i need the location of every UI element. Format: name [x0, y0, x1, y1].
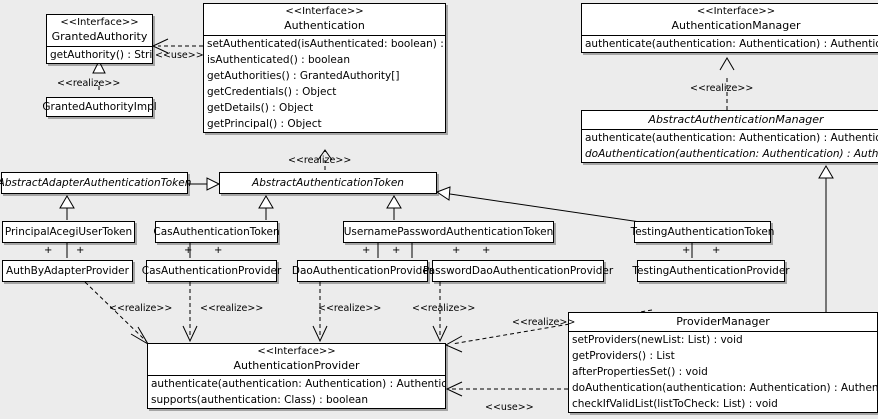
- class-testing-authentication-provider[interactable]: TestingAuthenticationProvider: [632, 260, 790, 282]
- member-row: supports(authentication: Class) : boolea…: [151, 394, 368, 406]
- member-row: getAuthorities() : GrantedAuthority[]: [207, 70, 400, 82]
- class-name: AbstractAdapterAuthenticationToken: [0, 177, 192, 189]
- class-abstract-authentication-manager[interactable]: AbstractAuthenticationManager authentica…: [581, 110, 878, 163]
- multiplicity-plus: +: [392, 245, 401, 256]
- edge-label-realize-cas-provider: <<realize>>: [200, 303, 264, 314]
- class-dao-authentication-provider[interactable]: DaoAuthenticationProvider: [292, 260, 433, 282]
- multiplicity-plus: +: [452, 245, 461, 256]
- class-authentication-provider[interactable]: <<Interface>> AuthenticationProvider aut…: [147, 343, 446, 409]
- class-members: getAuthority() : String: [47, 47, 152, 63]
- edge-label-realize-password-dao-provider: <<realize>>: [412, 303, 476, 314]
- member-row: getDetails() : Object: [207, 102, 314, 114]
- member-row: afterPropertiesSet() : void: [572, 366, 708, 378]
- edge-label-realize-granted-authority-impl: <<realize>>: [57, 78, 121, 89]
- class-header: ProviderManager: [569, 313, 877, 332]
- class-name: TestingAuthenticationToken: [630, 226, 775, 238]
- multiplicity-plus: +: [76, 245, 85, 256]
- stereotype-label: <<Interface>>: [257, 346, 336, 357]
- member-row: setAuthenticated(isAuthenticated: boolea…: [207, 38, 445, 50]
- class-header: <<Interface>> GrantedAuthority: [47, 15, 152, 47]
- class-name: GrantedAuthorityImpl: [42, 101, 157, 113]
- member-row: doAuthentication(authentication: Authent…: [585, 148, 878, 160]
- class-header: <<Interface>> Authentication: [204, 4, 445, 36]
- class-provider-manager[interactable]: ProviderManager setProviders(newList: Li…: [568, 312, 878, 413]
- member-row: getCredentials() : Object: [207, 86, 337, 98]
- class-name: AuthByAdapterProvider: [6, 265, 129, 277]
- multiplicity-plus: +: [682, 245, 691, 256]
- member-row: checkIfValidList(listToCheck: List) : vo…: [572, 398, 778, 410]
- member-row: getProviders() : List: [572, 350, 675, 362]
- stereotype-label: <<Interface>>: [285, 6, 364, 17]
- class-name: AuthenticationProvider: [233, 359, 360, 372]
- member-row: authenticate(authentication: Authenticat…: [585, 132, 878, 144]
- member-row: doAuthentication(authentication: Authent…: [572, 382, 877, 394]
- multiplicity-plus: +: [214, 245, 223, 256]
- class-cas-authentication-provider[interactable]: CasAuthenticationProvider: [142, 260, 281, 282]
- member-row: getAuthority() : String: [50, 49, 152, 61]
- class-auth-by-adapter-provider[interactable]: AuthByAdapterProvider: [2, 260, 133, 282]
- multiplicity-plus: +: [44, 245, 53, 256]
- class-name: PasswordDaoAuthenticationProvider: [422, 265, 614, 277]
- class-granted-authority-impl[interactable]: GrantedAuthorityImpl: [42, 97, 157, 117]
- class-authentication[interactable]: <<Interface>> Authentication setAuthenti…: [203, 3, 446, 133]
- class-members: setAuthenticated(isAuthenticated: boolea…: [204, 36, 445, 132]
- class-password-dao-authentication-provider[interactable]: PasswordDaoAuthenticationProvider: [423, 260, 613, 282]
- edge-label-realize-auth-by-adapter-provider: <<realize>>: [109, 303, 173, 314]
- class-name: UsernamePasswordAuthenticationToken: [343, 226, 554, 238]
- class-username-password-authentication-token[interactable]: UsernamePasswordAuthenticationToken: [343, 221, 554, 243]
- class-name: CasAuthenticationProvider: [141, 265, 282, 277]
- class-authentication-manager[interactable]: <<Interface>> AuthenticationManager auth…: [581, 3, 878, 53]
- stereotype-label: <<Interface>>: [696, 6, 776, 17]
- class-name: Authentication: [284, 19, 365, 32]
- member-row: authenticate(authentication: Authenticat…: [151, 378, 445, 390]
- class-principal-acegi-user-token[interactable]: PrincipalAcegiUserToken: [2, 221, 135, 243]
- class-name: ProviderManager: [676, 315, 770, 328]
- class-name: AuthenticationManager: [671, 19, 801, 32]
- class-name: PrincipalAcegiUserToken: [4, 226, 133, 238]
- edge-label-realize-abstract-authentication-manager: <<realize>>: [690, 83, 754, 94]
- class-testing-authentication-token[interactable]: TestingAuthenticationToken: [631, 221, 774, 243]
- class-members: authenticate(authentication: Authenticat…: [582, 36, 878, 52]
- class-cas-authentication-token[interactable]: CasAuthenticationToken: [153, 221, 280, 243]
- class-header: <<Interface>> AuthenticationManager: [582, 4, 878, 36]
- class-name: AbstractAuthenticationManager: [648, 113, 824, 126]
- class-header: <<Interface>> AuthenticationProvider: [148, 344, 445, 376]
- class-members: authenticate(authentication: Authenticat…: [582, 130, 878, 162]
- class-abstract-adapter-authentication-token[interactable]: AbstractAdapterAuthenticationToken: [0, 172, 191, 194]
- edge-label-realize-provider-manager: <<realize>>: [512, 317, 576, 328]
- edge-label-use-granted-authority: <<use>>: [155, 50, 204, 61]
- class-name: CasAuthenticationToken: [153, 226, 280, 238]
- member-row: authenticate(authentication: Authenticat…: [585, 38, 878, 50]
- member-row: setProviders(newList: List) : void: [572, 334, 743, 346]
- class-name: AbstractAuthenticationToken: [252, 177, 404, 189]
- class-name: TestingAuthenticationProvider: [632, 265, 790, 277]
- edge-label-use-provider-manager: <<use>>: [485, 402, 534, 413]
- multiplicity-plus: +: [362, 245, 371, 256]
- stereotype-label: <<Interface>>: [60, 17, 139, 28]
- edge-label-realize-dao-provider: <<realize>>: [318, 303, 382, 314]
- class-granted-authority[interactable]: <<Interface>> GrantedAuthority getAuthor…: [46, 14, 153, 64]
- class-members: authenticate(authentication: Authenticat…: [148, 376, 445, 408]
- class-name: GrantedAuthority: [51, 30, 148, 43]
- edge-label-realize-abstract-authentication-token: <<realize>>: [288, 155, 352, 166]
- class-abstract-authentication-token[interactable]: AbstractAuthenticationToken: [219, 172, 437, 194]
- member-row: isAuthenticated() : boolean: [207, 54, 350, 66]
- member-row: getPrincipal() : Object: [207, 118, 322, 130]
- multiplicity-plus: +: [184, 245, 193, 256]
- class-header: AbstractAuthenticationManager: [582, 111, 878, 130]
- class-members: setProviders(newList: List) : void getPr…: [569, 332, 877, 412]
- multiplicity-plus: +: [482, 245, 491, 256]
- multiplicity-plus: +: [712, 245, 721, 256]
- class-name: DaoAuthenticationProvider: [291, 265, 434, 277]
